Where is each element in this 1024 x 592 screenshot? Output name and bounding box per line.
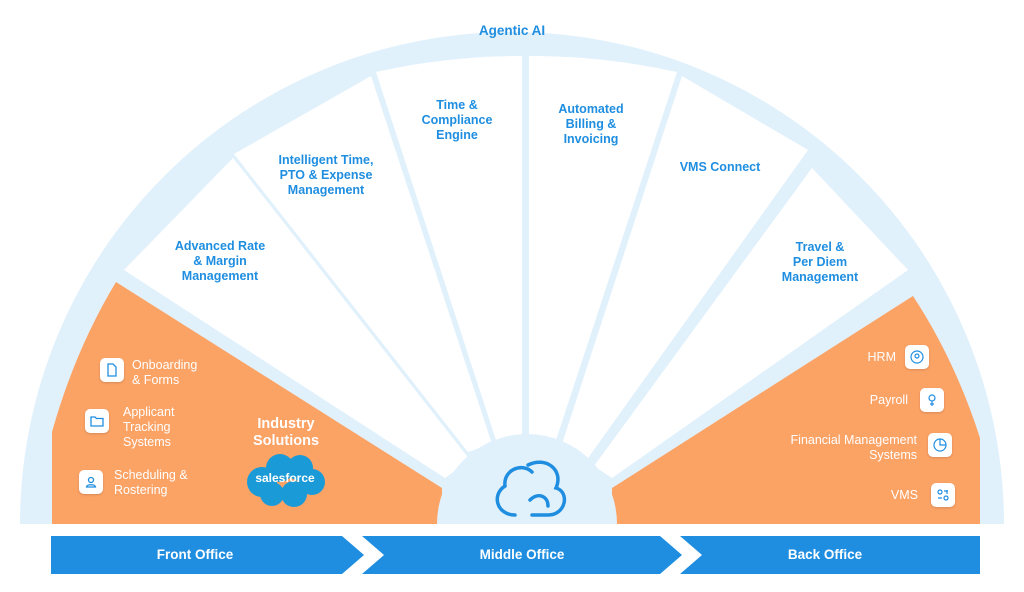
ats-icon-box <box>85 409 109 433</box>
center-hub <box>437 434 617 524</box>
back-office-label: Back Office <box>787 547 863 562</box>
document-icon <box>107 363 117 377</box>
ats-label: Applicant Tracking Systems <box>123 405 175 449</box>
back-office-arrow <box>680 536 980 574</box>
back-office-sector <box>612 296 980 524</box>
scheduling-label: Scheduling & Rostering <box>114 468 188 497</box>
blade-label-rate-margin: Advanced Rate & Margin Management <box>174 239 266 283</box>
blade-label-billing: Automated Billing & Invoicing <box>558 102 624 146</box>
blade-4 <box>529 56 677 440</box>
hrm-icon <box>910 350 924 364</box>
onboarding-icon-box <box>100 358 124 382</box>
financial-icon-box <box>928 433 952 457</box>
salesforce-logo <box>247 454 325 507</box>
blade-1 <box>124 158 470 478</box>
diagram-title: Agentic AI <box>478 23 546 38</box>
onboarding-label: Onboarding & Forms <box>132 358 198 387</box>
pie-chart-icon <box>933 438 947 452</box>
industry-solutions-label: Industry Solutions <box>252 416 320 449</box>
payroll-icon <box>928 394 936 406</box>
middle-office-label: Middle Office <box>479 547 565 562</box>
front-office-arrow <box>51 536 364 574</box>
user-icon <box>85 476 97 488</box>
vms-icon <box>937 489 949 501</box>
blade-label-time-pto-expense: Intelligent Time, PTO & Expense Manageme… <box>278 153 374 197</box>
blade-2 <box>234 76 492 452</box>
payroll-icon-box <box>920 388 944 412</box>
front-office-sector <box>52 282 442 524</box>
blade-label-travel-per-diem: Travel & Per Diem Management <box>781 240 859 284</box>
cloud-logo-icon <box>495 460 567 517</box>
blade-3 <box>376 56 522 440</box>
vms-label: VMS <box>890 488 918 502</box>
blade-5 <box>562 76 808 458</box>
hrm-label: HRM <box>867 350 896 364</box>
hrm-icon-box <box>905 345 929 369</box>
payroll-label: Payroll <box>869 393 908 407</box>
blade-label-vms-connect: VMS Connect <box>679 160 761 174</box>
blade-6 <box>594 168 908 478</box>
folder-icon <box>90 416 104 427</box>
front-office-label: Front Office <box>156 547 234 562</box>
middle-office-arrow <box>362 536 682 574</box>
scheduling-icon-box <box>79 470 103 494</box>
salesforce-wordmark: salesforce <box>255 471 315 485</box>
blade-label-time-compliance: Time & Compliance Engine <box>421 98 493 142</box>
vms-icon-box <box>931 483 955 507</box>
financial-management-label: Financial Management Systems <box>790 433 917 462</box>
